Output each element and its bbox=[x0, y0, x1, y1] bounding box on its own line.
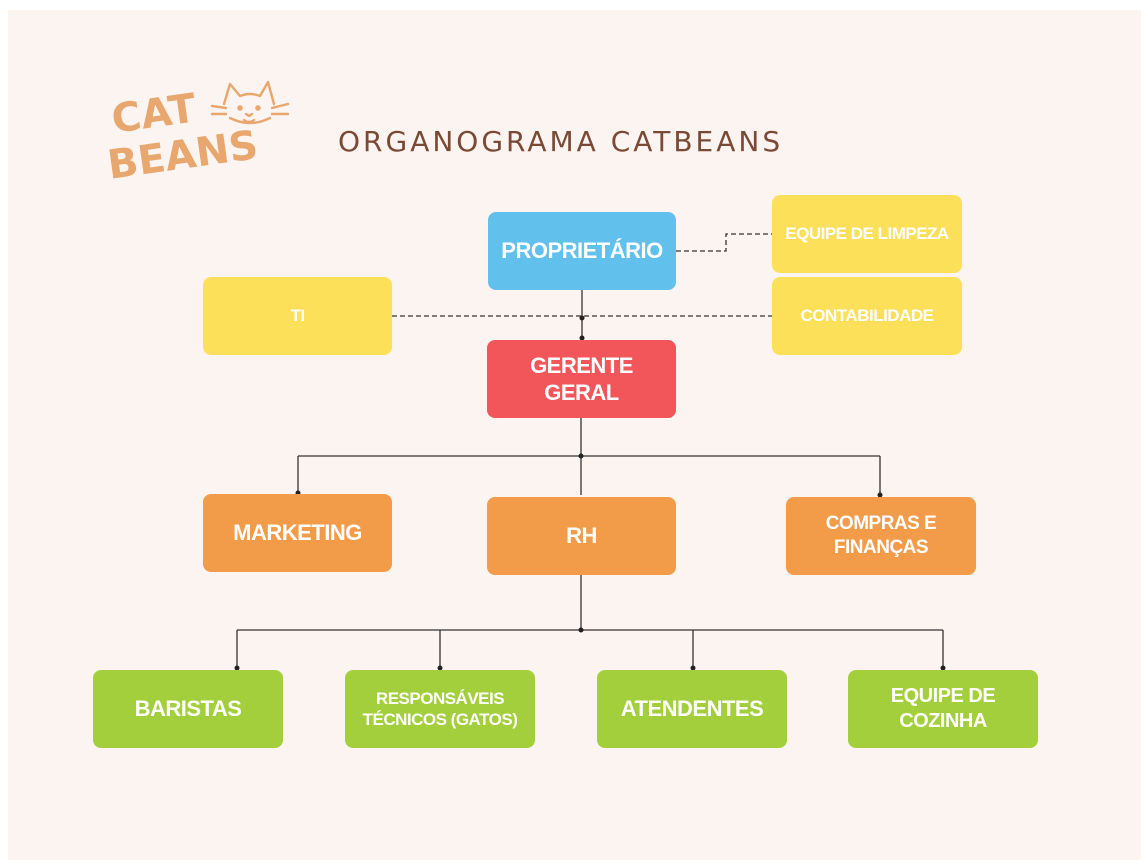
node-responsaveis-label-line2: TÉCNICOS (GATOS) bbox=[362, 710, 518, 729]
junction-dot bbox=[877, 492, 883, 498]
node-ti: TI bbox=[203, 277, 392, 355]
node-equipe-cozinha-label: EQUIPE DE COZINHA bbox=[890, 685, 996, 732]
node-ti-label: TI bbox=[290, 306, 305, 326]
node-contabilidade: CONTABILIDADE bbox=[772, 277, 962, 355]
junction-dot bbox=[690, 665, 696, 671]
connector-lines bbox=[234, 233, 946, 671]
node-baristas-label: BARISTAS bbox=[134, 696, 242, 722]
node-responsaveis-tecnicos: RESPONSÁVEIS TÉCNICOS (GATOS) bbox=[345, 670, 535, 748]
node-baristas: BARISTAS bbox=[93, 670, 283, 748]
junction-dot bbox=[579, 335, 585, 341]
org-chart-canvas: CAT BEANS ORGANOGRAMA CATBEANS PROPRIETÁ… bbox=[8, 10, 1141, 860]
node-compras-financas-label: COMPRAS E FINANÇAS bbox=[825, 513, 937, 558]
node-atendentes-label: ATENDENTES bbox=[620, 696, 764, 722]
node-proprietario-label: PROPRIETÁRIO bbox=[501, 238, 663, 264]
junction-dot bbox=[579, 315, 585, 321]
node-gerente-geral-label: GERENTE GERAL bbox=[530, 352, 633, 406]
node-rh: RH bbox=[487, 497, 676, 575]
page-title: ORGANOGRAMA CATBEANS bbox=[338, 125, 784, 158]
catbeans-logo: CAT BEANS bbox=[105, 78, 296, 203]
node-gerente-geral: GERENTE GERAL bbox=[487, 340, 676, 418]
junction-dot bbox=[234, 665, 240, 671]
node-rh-label: RH bbox=[566, 523, 597, 549]
node-proprietario: PROPRIETÁRIO bbox=[488, 212, 676, 290]
node-compras-financas: COMPRAS E FINANÇAS bbox=[786, 497, 976, 575]
junction-dot bbox=[940, 665, 946, 671]
junction-dot bbox=[437, 665, 443, 671]
junction-dot bbox=[578, 627, 584, 633]
junction-dot bbox=[578, 453, 584, 459]
node-atendentes: ATENDENTES bbox=[597, 670, 787, 748]
node-equipe-limpeza: EQUIPE DE LIMPEZA bbox=[772, 195, 962, 273]
dashed-connector-limpeza bbox=[676, 233, 772, 252]
cat-face-icon bbox=[210, 80, 290, 125]
node-marketing: MARKETING bbox=[203, 494, 392, 572]
node-contabilidade-label: CONTABILIDADE bbox=[800, 306, 934, 326]
node-marketing-label: MARKETING bbox=[233, 520, 362, 546]
node-equipe-limpeza-label: EQUIPE DE LIMPEZA bbox=[785, 224, 949, 244]
node-responsaveis-label-line1: RESPONSÁVEIS bbox=[375, 688, 505, 708]
node-equipe-cozinha: EQUIPE DE COZINHA bbox=[848, 670, 1038, 748]
